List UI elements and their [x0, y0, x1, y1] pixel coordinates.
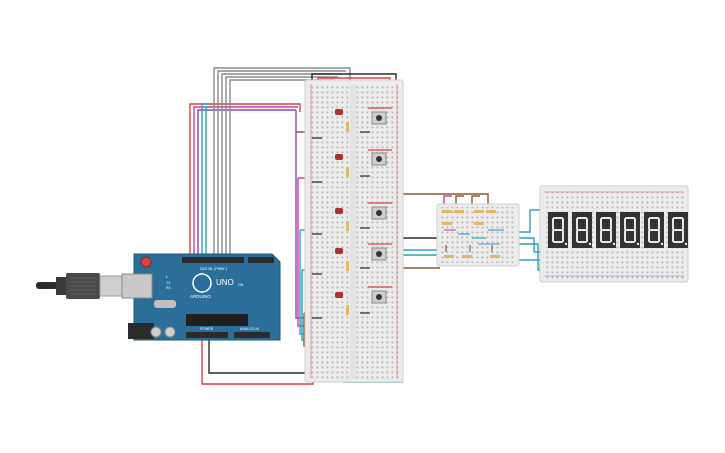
wire[interactable]: [455, 195, 464, 205]
led[interactable]: [335, 109, 343, 115]
resistor[interactable]: [346, 167, 349, 177]
resistor[interactable]: [490, 255, 500, 258]
digital-label: DIGITAL (PWM~): [200, 267, 227, 271]
resistor[interactable]: [442, 222, 452, 225]
display-digit: [596, 212, 616, 248]
wire[interactable]: [189, 103, 301, 258]
resistor[interactable]: [474, 222, 484, 225]
led[interactable]: [335, 154, 343, 160]
digital-header-2[interactable]: [248, 257, 274, 263]
arduino-uno-board[interactable]: ARDUINO UNO DIGITAL (PWM~) TX RX L ON PO…: [121, 253, 281, 341]
decimal-point: [588, 242, 592, 246]
resistor-breadboard[interactable]: [436, 203, 520, 267]
decimal-point: [636, 242, 640, 246]
tx-label: TX: [166, 281, 171, 285]
resistor[interactable]: [462, 255, 472, 258]
wire[interactable]: [225, 76, 338, 258]
wire[interactable]: [443, 195, 452, 205]
power-header[interactable]: [186, 332, 228, 338]
atmega-chip: [186, 314, 248, 326]
reset-button[interactable]: [140, 256, 152, 268]
resistor[interactable]: [346, 261, 349, 271]
resistor[interactable]: [346, 122, 349, 132]
on-label: ON: [238, 283, 244, 287]
analog-label: ANALOG IN: [240, 327, 260, 331]
pushbutton[interactable]: [371, 290, 387, 304]
resistor[interactable]: [486, 210, 496, 213]
decimal-point: [612, 242, 616, 246]
digital-header[interactable]: [182, 257, 244, 263]
pushbutton[interactable]: [371, 206, 387, 220]
resistor[interactable]: [346, 305, 349, 315]
wire[interactable]: [229, 79, 334, 258]
wire[interactable]: [205, 106, 212, 258]
led[interactable]: [335, 208, 343, 214]
resistor-board-jumpers: [444, 229, 504, 252]
led-group: [335, 109, 343, 298]
resistor[interactable]: [474, 210, 484, 213]
display-digit: [572, 212, 592, 248]
power-label: POWER: [200, 327, 214, 331]
led[interactable]: [335, 292, 343, 298]
pushbutton[interactable]: [371, 111, 387, 125]
decimal-point: [684, 242, 688, 246]
wire[interactable]: [221, 73, 342, 258]
wire[interactable]: [197, 109, 296, 258]
resistor-group: [346, 122, 349, 315]
led[interactable]: [335, 248, 343, 254]
wire[interactable]: [193, 106, 298, 258]
arduino-model: UNO: [216, 278, 234, 287]
resistor-array: [442, 210, 500, 258]
pushbutton-group: [371, 111, 387, 304]
display-digit: [548, 212, 568, 248]
resistor[interactable]: [346, 221, 349, 231]
usb-port: [121, 273, 153, 299]
seven-segment-display[interactable]: [548, 212, 688, 248]
display-digit: [620, 212, 640, 248]
display-digit: [644, 212, 664, 248]
usb-cable: [36, 273, 125, 299]
power-jack: [128, 323, 154, 339]
rx-label: RX: [166, 286, 172, 290]
arduino-logo-icon: [192, 273, 212, 293]
wire[interactable]: [217, 70, 346, 258]
display-digit: [668, 212, 688, 248]
analog-header[interactable]: [234, 332, 270, 338]
pushbutton[interactable]: [371, 152, 387, 166]
l-label: L: [166, 275, 168, 279]
wire[interactable]: [471, 195, 480, 205]
arduino-brand: ARDUINO: [190, 294, 211, 299]
resistor[interactable]: [442, 210, 452, 213]
button-jumpers: [312, 107, 392, 319]
decimal-point: [660, 242, 664, 246]
resistor[interactable]: [444, 255, 454, 258]
decimal-point: [564, 242, 568, 246]
main-breadboard[interactable]: [304, 79, 404, 383]
pushbutton[interactable]: [371, 247, 387, 261]
wire[interactable]: [201, 340, 314, 385]
wire[interactable]: [208, 340, 309, 374]
wire[interactable]: [399, 267, 440, 274]
wire[interactable]: [201, 103, 207, 258]
resistor[interactable]: [454, 210, 464, 213]
